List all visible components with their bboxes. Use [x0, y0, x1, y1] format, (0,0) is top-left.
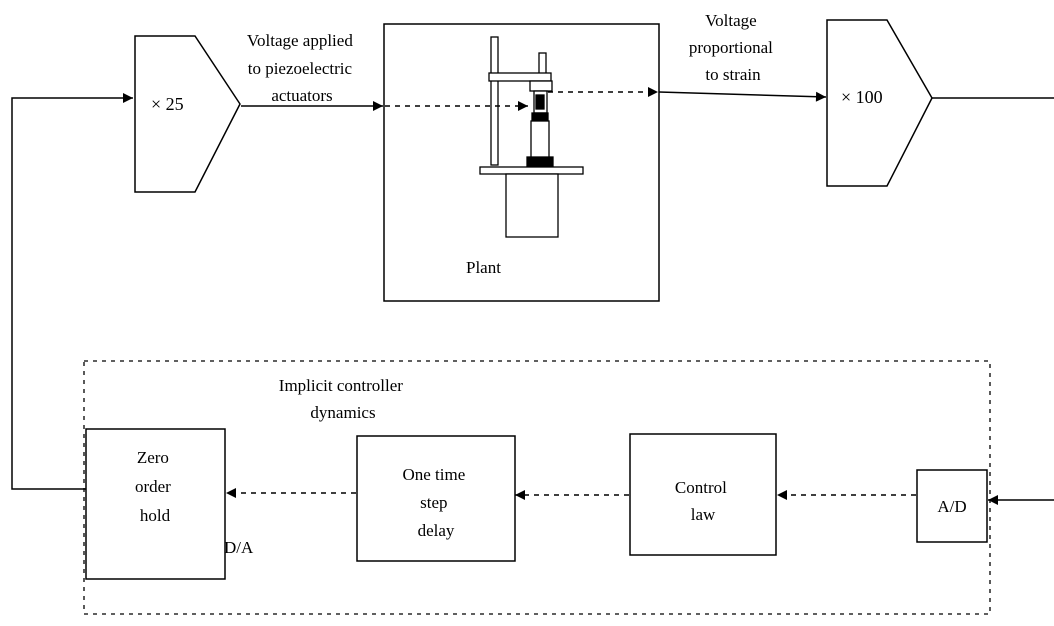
control-law-label: Control law — [675, 478, 731, 524]
amplifier-x100 — [826, 19, 933, 187]
ad-label: A/D — [937, 497, 966, 516]
amplifier-x25-label: × 25 — [151, 94, 184, 114]
amplifier-x100-label: × 100 — [841, 87, 883, 107]
signal-out-label: Voltage proportional to strain — [689, 11, 777, 84]
zero-order-hold-block — [85, 428, 226, 580]
plant-apparatus — [479, 36, 584, 238]
plant-label: Plant — [466, 258, 501, 277]
controller-region — [83, 360, 991, 615]
zero-order-hold-label: Zero order hold — [135, 448, 175, 525]
controller-region-label: Implicit controller dynamics — [279, 376, 407, 422]
amplifier-x25 — [134, 35, 241, 193]
arrow-plant-to-amp — [658, 91, 827, 102]
da-label: D/A — [224, 538, 254, 557]
ad-block — [916, 469, 988, 543]
control-law-block — [629, 433, 777, 556]
feedback-line — [11, 93, 133, 490]
plant-box — [383, 23, 660, 302]
delay-label: One time step delay — [402, 465, 469, 540]
signal-in-label: Voltage applied to piezoelectric actuato… — [247, 31, 357, 105]
delay-block — [356, 435, 516, 562]
